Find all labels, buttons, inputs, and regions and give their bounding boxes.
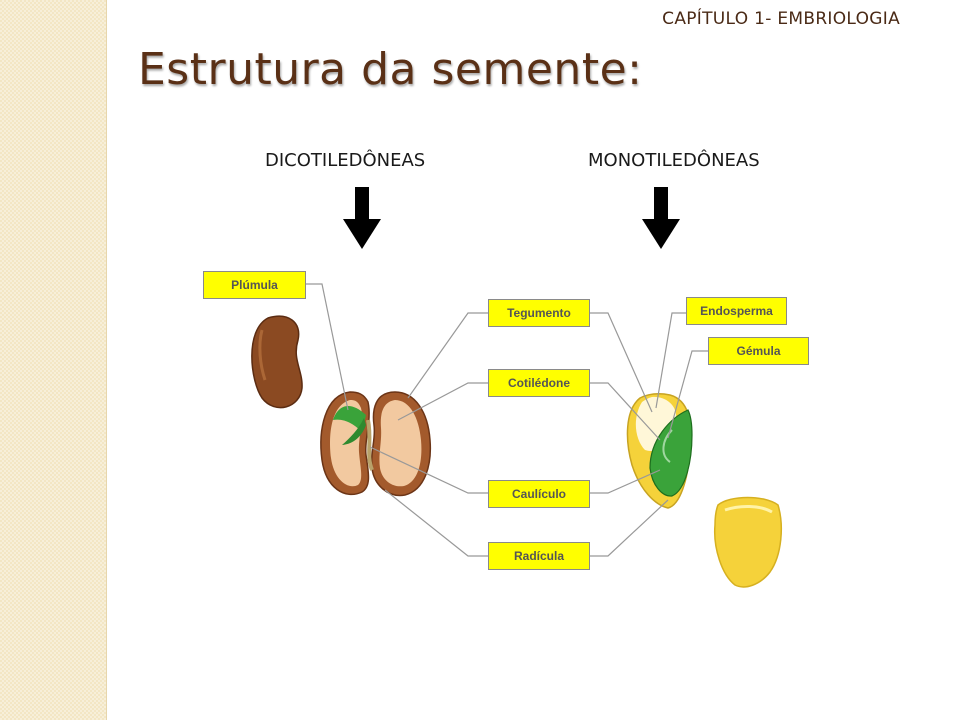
page-title: Estrutura da semente: [138, 44, 643, 95]
corn-section-image [626, 393, 693, 509]
label-plumula: Plúmula [203, 271, 306, 299]
label-cotiledone: Cotilédone [488, 369, 590, 397]
down-arrow-icon [343, 187, 381, 249]
decorative-side-strip [0, 0, 107, 720]
monocot-heading: MONOTILEDÔNEAS [588, 150, 760, 171]
leader-lines [306, 283, 708, 557]
label-caulicula: Caulículo [488, 480, 590, 508]
label-endosperma: Endosperma [686, 297, 787, 325]
label-gemula: Gémula [708, 337, 809, 365]
dicot-heading: DICOTILEDÔNEAS [265, 150, 426, 171]
split-bean-image [320, 391, 432, 497]
label-tegumento: Tegumento [488, 299, 590, 327]
label-radicula: Radícula [488, 542, 590, 570]
down-arrow-icon [642, 187, 680, 249]
whole-bean-image [251, 315, 303, 409]
chapter-heading: CAPÍTULO 1- EMBRIOLOGIA [662, 9, 900, 29]
corn-kernel-image [713, 496, 783, 588]
